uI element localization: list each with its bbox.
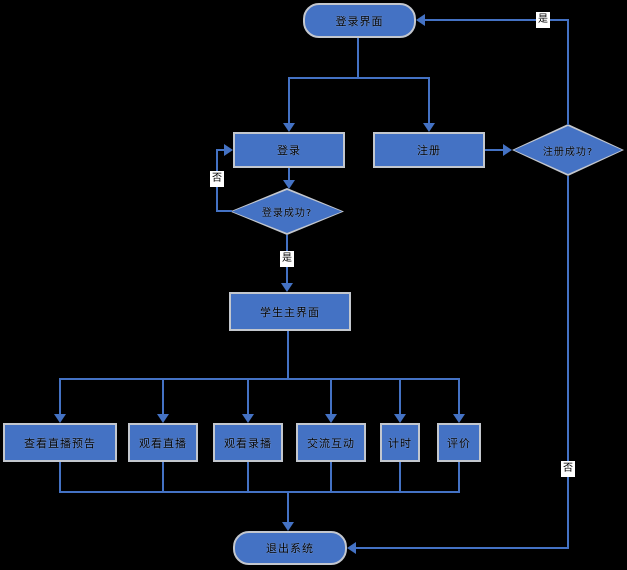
node-watch-live-label: 观看直播 (139, 436, 187, 450)
connector-loginscreen-down (357, 38, 359, 78)
node-evaluate-label: 评价 (447, 436, 471, 450)
arrow-down-icon (423, 123, 435, 132)
connector-drop-2 (162, 378, 164, 415)
connector-join-4 (330, 462, 332, 493)
connector-split-to-register (428, 77, 430, 124)
connector-drop-4 (330, 378, 332, 415)
node-view-live-preview: 查看直播预告 (3, 423, 117, 462)
edge-label-login-no: 否 (210, 171, 224, 187)
arrow-down-icon (281, 283, 293, 292)
connector-registeryes-left (425, 19, 568, 21)
node-login-success-decision: 登录成功? (230, 188, 344, 235)
connector-registerno-down (567, 176, 569, 549)
edge-label-login-yes: 是 (280, 251, 294, 267)
arrow-down-icon (453, 414, 465, 423)
connector-loginfail-return (216, 149, 225, 151)
connector-drop-6 (458, 378, 460, 415)
connector-drop-3 (247, 378, 249, 415)
node-watch-live: 观看直播 (128, 423, 198, 462)
connector-registerno-to-exit (356, 547, 568, 549)
connector-studentmain-down (287, 331, 289, 379)
connector-drop-5 (399, 378, 401, 415)
node-login: 登录 (233, 132, 345, 168)
edge-label-register-yes: 是 (536, 12, 550, 28)
arrow-down-icon (282, 522, 294, 531)
connector-join-1 (59, 462, 61, 493)
connector-distribution-horizontal (59, 378, 460, 380)
node-timing: 计时 (380, 423, 420, 462)
node-login-screen: 登录界面 (303, 3, 416, 38)
node-register-success-decision: 注册成功? (512, 124, 624, 176)
node-timing-label: 计时 (388, 436, 412, 450)
arrow-right-icon (503, 144, 512, 156)
node-exit-system-label: 退出系统 (266, 542, 314, 555)
connector-register-to-decision (485, 149, 505, 151)
connector-split-to-login (288, 77, 290, 124)
node-exit-system: 退出系统 (233, 531, 347, 565)
node-login-label: 登录 (277, 144, 301, 157)
arrow-down-icon (283, 123, 295, 132)
connector-split-horizontal (288, 77, 430, 79)
node-student-main: 学生主界面 (229, 292, 351, 331)
connector-to-exit (287, 491, 289, 522)
node-login-screen-label: 登录界面 (335, 14, 384, 28)
connector-login-to-decision (288, 168, 290, 181)
node-register: 注册 (373, 132, 485, 168)
connector-join-3 (247, 462, 249, 493)
node-evaluate: 评价 (437, 423, 481, 462)
connector-join-5 (399, 462, 401, 493)
node-interact-label: 交流互动 (307, 436, 355, 450)
node-watch-recorded: 观看录播 (213, 423, 283, 462)
arrow-down-icon (283, 180, 295, 189)
node-register-success-label: 注册成功? (542, 146, 594, 158)
node-view-live-preview-label: 查看直播预告 (24, 436, 96, 450)
connector-join-2 (162, 462, 164, 493)
arrow-left-icon (416, 14, 425, 26)
connector-loginfail-out (216, 210, 232, 212)
node-interact: 交流互动 (296, 423, 366, 462)
node-watch-recorded-label: 观看录播 (224, 436, 272, 450)
connector-drop-1 (59, 378, 61, 415)
arrow-down-icon (54, 414, 66, 423)
node-login-success-label: 登录成功? (261, 208, 313, 219)
arrow-left-icon (347, 542, 356, 554)
arrow-down-icon (394, 414, 406, 423)
connector-registeryes-up (567, 19, 569, 125)
node-register-label: 注册 (417, 144, 441, 157)
connector-join-6 (458, 462, 460, 493)
arrow-down-icon (325, 414, 337, 423)
arrow-down-icon (157, 414, 169, 423)
arrow-down-icon (242, 414, 254, 423)
node-student-main-label: 学生主界面 (260, 305, 320, 319)
arrow-right-icon (224, 144, 233, 156)
edge-label-register-no: 否 (561, 461, 575, 477)
connector-convergence-horizontal (59, 491, 460, 493)
